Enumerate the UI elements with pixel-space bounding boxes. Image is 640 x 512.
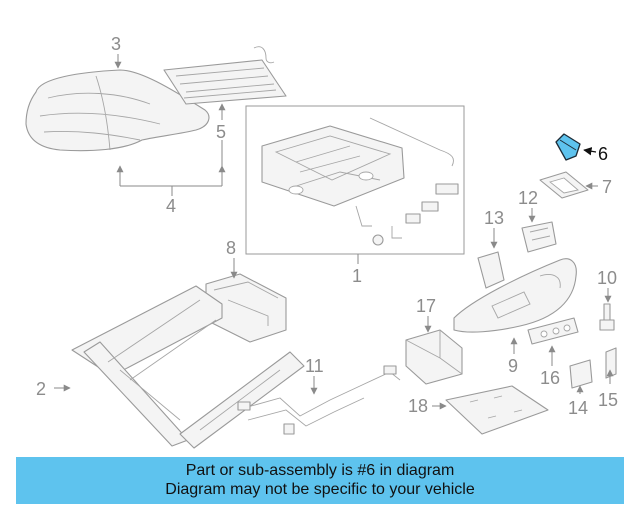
callout-15: 15 <box>598 390 618 410</box>
base-plate-part <box>445 385 549 435</box>
lever-part <box>605 347 617 379</box>
highlighted-part-6[interactable] <box>555 133 581 161</box>
callout-2: 2 <box>36 379 46 399</box>
callout-11: 11 <box>305 356 324 376</box>
callout-14: 14 <box>568 398 588 418</box>
trim-piece-part <box>477 251 505 289</box>
callout-8: 8 <box>226 238 236 258</box>
banner-line-1: Part or sub-assembly is #6 in diagram <box>185 462 455 479</box>
pin-part <box>599 303 615 331</box>
seat-heater-mat-part <box>163 46 287 105</box>
callout-9: 9 <box>508 356 518 376</box>
callout-18: 18 <box>408 396 428 416</box>
callout-5: 5 <box>216 122 226 142</box>
bezel-part <box>539 171 589 199</box>
bolt-part <box>372 183 459 246</box>
leader-lines <box>54 54 614 410</box>
side-shield-part <box>453 258 577 333</box>
wiring-harness-part <box>237 365 401 435</box>
small-knob-part <box>569 359 593 389</box>
seat-frame-part <box>245 105 465 255</box>
callout-3: 3 <box>111 34 121 54</box>
seat-switch-part <box>521 221 557 253</box>
callout-10: 10 <box>597 268 617 288</box>
seat-track-part <box>71 285 305 449</box>
seat-cushion-part <box>25 69 210 152</box>
callout-1: 1 <box>352 266 362 286</box>
callout-labels: 1 2 3 4 5 6 7 8 9 10 11 12 13 14 15 16 1… <box>36 34 618 418</box>
callout-4: 4 <box>166 196 176 216</box>
callout-17: 17 <box>416 296 436 316</box>
callout-6[interactable]: 6 <box>598 144 608 164</box>
module-part <box>405 329 463 385</box>
callout-12: 12 <box>518 188 538 208</box>
knob-panel-part <box>527 317 579 345</box>
callout-7: 7 <box>602 177 612 197</box>
callout-13: 13 <box>484 208 504 228</box>
info-banner: Part or sub-assembly is #6 in diagram Di… <box>16 457 624 504</box>
banner-line-2: Diagram may not be specific to your vehi… <box>165 481 475 498</box>
callout-16: 16 <box>540 368 560 388</box>
